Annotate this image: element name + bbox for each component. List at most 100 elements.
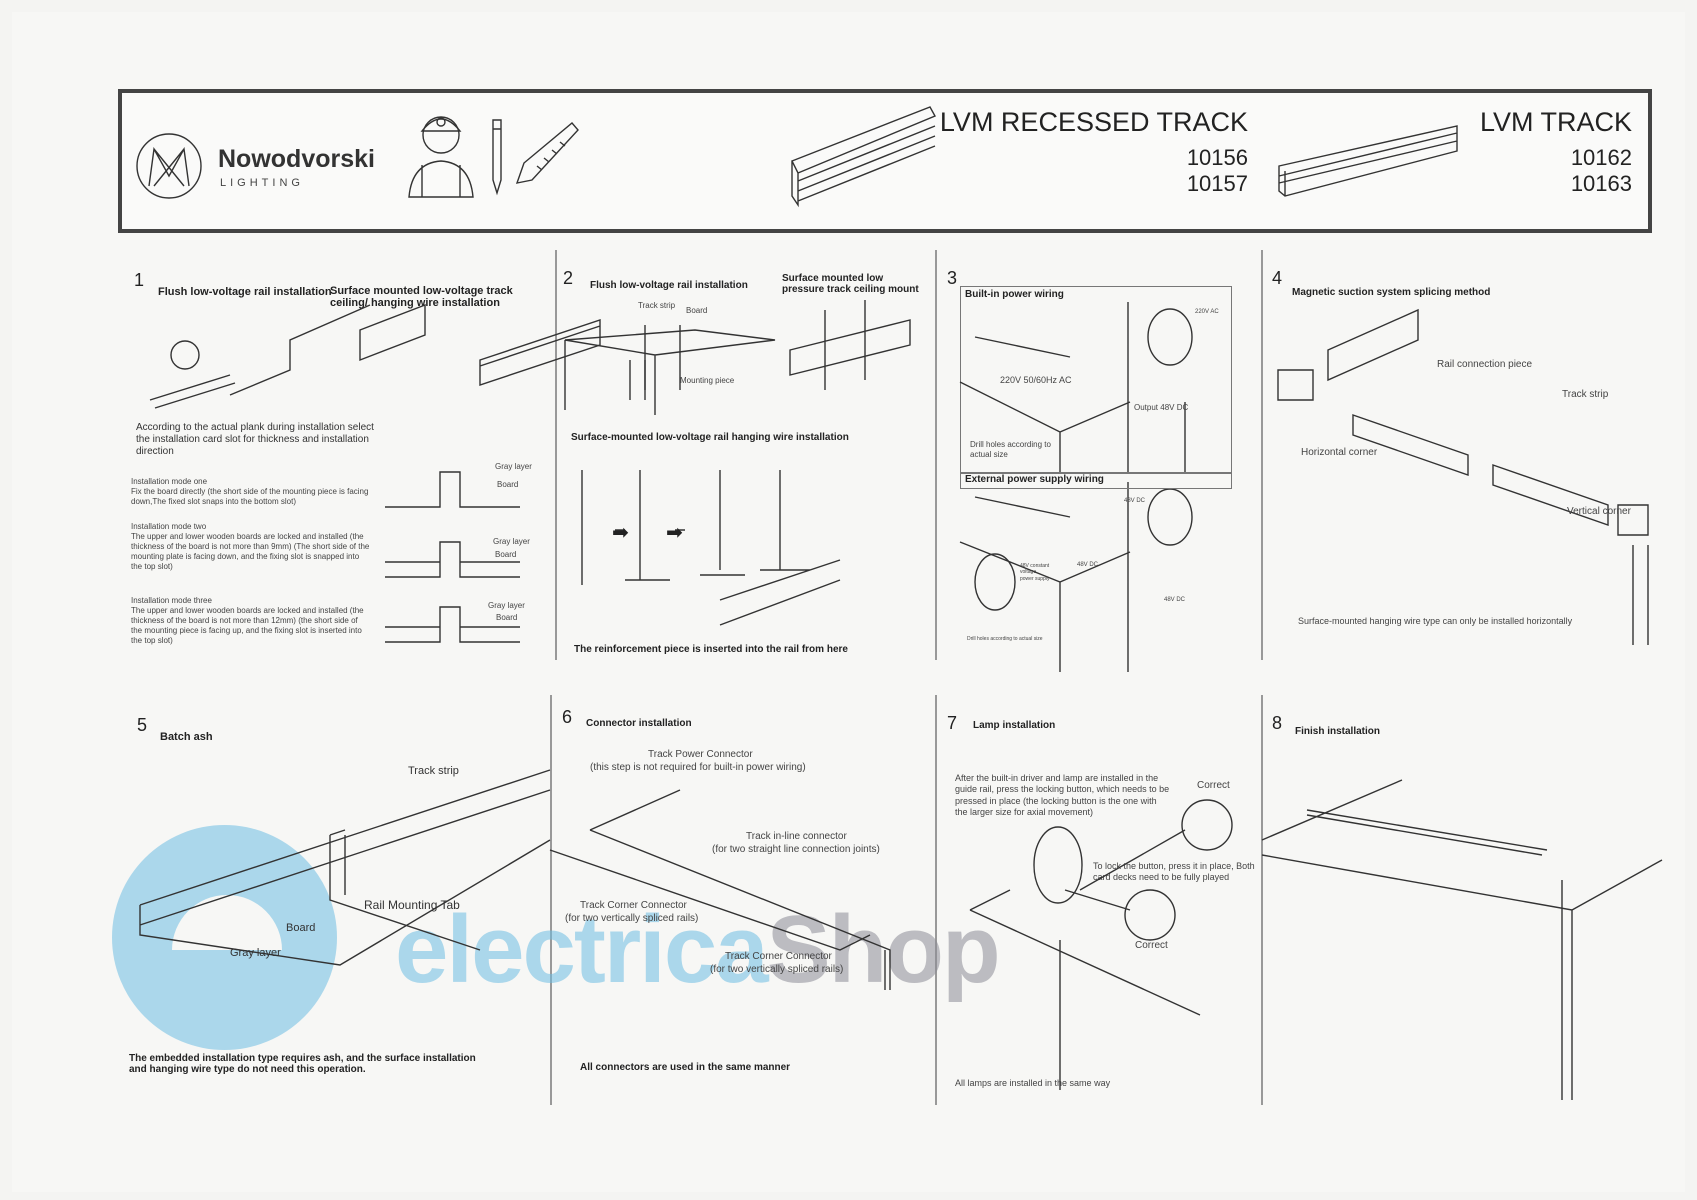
step-title: Finish installation [1295,726,1381,737]
label-gray-layer: Gray layer [230,947,281,959]
finished-installation-illustration [1261,779,1663,1100]
label-board: Board [686,306,708,315]
step-title: Magnetic suction system splicing method [1292,287,1491,298]
step-number: 2 [563,268,574,288]
product-2-code: 10162 [1570,145,1632,170]
product-1-name: LVM RECESSED TRACK [939,107,1248,137]
mode-title: Installation mode two [131,522,207,531]
product-1-code: 10157 [1186,171,1248,196]
step-subtitle: Surface-mounted low-voltage rail hanging… [571,432,849,443]
step-footer: All lamps are installed in the same way [955,1078,1111,1088]
section-title: External power supply wiring [965,474,1104,485]
step-title: Batch ash [160,731,213,743]
label-lock: To lock the button, press it in place, B… [1093,861,1255,883]
nowodvorski-logo-icon [136,133,202,199]
label-horizontal-corner: Horizontal corner [1301,447,1378,458]
step-title: Surface mounted low pressure track ceili… [782,273,919,295]
magnetic-splice-illustration [1277,308,1649,645]
saw-icon [515,122,579,184]
label-correct: Correct [1197,780,1230,791]
label-inline-note: (for two straight line connection joints… [712,844,880,855]
column-divider [1261,695,1263,1105]
label-track-strip: Track strip [638,301,676,310]
label-corner-note: (for two vertically spliced rails) [565,913,699,924]
section-title: Built-in power wiring [965,289,1064,300]
step-title: Flush low-voltage rail installation [590,280,748,291]
label-board: Board [497,480,519,489]
step-footer: The reinforcement piece is inserted into… [574,644,848,655]
label-drill: Drill holes according to actual size [970,440,1051,459]
mode-title: Installation mode one [131,477,208,486]
label-rail-connection: Rail connection piece [1437,359,1533,370]
step-number: 5 [137,715,148,735]
installer-icon [408,116,474,198]
label-dc: 48V DC [1077,562,1099,568]
mode-text: Fix the board directly (the short side o… [131,487,369,506]
step-title: Connector installation [586,718,692,729]
column-divider [550,695,552,1105]
label-ac: 220V 50/60Hz AC [1000,375,1072,385]
brand-subtitle: LIGHTING [220,177,304,189]
column-divider [1261,250,1263,660]
step-footer: The embedded installation type requires … [129,1053,476,1075]
label-mounting-piece: Mounting piece [680,376,735,385]
label-dc: 48V DC [1124,498,1146,504]
mode-text: The upper and lower wooden boards are lo… [131,606,364,645]
built-in-wiring-illustration [959,302,1193,672]
step-number: 4 [1272,268,1283,288]
label-gray-layer: Gray layer [488,601,525,610]
watermark-text: Shop [766,896,1001,1003]
step-number: 7 [947,713,958,733]
label-board: Board [496,613,518,622]
label-gray-layer: Gray layer [495,462,532,471]
label-power-note: (this step is not required for built-in … [590,762,806,773]
lamp-illustration [969,799,1233,1090]
label-board: Board [495,550,517,559]
step-title: Lamp installation [973,720,1056,731]
recessed-track-illustration [791,106,936,208]
step-number: 3 [947,268,958,288]
watermark-logo [112,825,337,1050]
step-number: 1 [134,270,145,290]
step-title: Flush low-voltage rail installation [158,286,332,298]
label-dc: 48V DC [1164,597,1186,603]
label-output: Output 48V DC [1134,403,1189,412]
mode-title: Installation mode three [131,596,212,605]
step-number: 6 [562,707,573,727]
step-number: 8 [1272,713,1283,733]
product-2-code: 10163 [1570,171,1632,196]
label-vertical-corner: Vertical corner [1567,506,1631,517]
step-title: Surface mounted low-voltage track ceilin… [330,285,513,309]
brand-name: Nowodvorski [218,145,375,173]
label-gray-layer: Gray layer [493,537,530,546]
label-corner-connector: Track Corner Connector [725,951,832,962]
ceiling-mount-illustration [564,300,911,415]
column-divider [555,250,557,660]
surface-track-illustration [1278,125,1458,197]
label-track-strip: Track strip [1562,389,1609,400]
label-inline-connector: Track in-line connector [746,831,847,842]
mode-diagrams [385,471,520,643]
label-drill: Drill holes according to actual size [967,636,1043,642]
label-board: Board [286,922,316,934]
product-1-code: 10156 [1186,145,1248,170]
step-note: Surface-mounted hanging wire type can on… [1298,616,1573,626]
built-in-wiring-frame [960,286,1232,474]
label-correct: Correct [1135,940,1168,951]
column-divider [935,695,937,1105]
hanging-wire-illustration [581,470,841,626]
watermark-text: electrica [395,896,769,1003]
connector-illustration [549,789,891,990]
label-psu: 48V constant voltage power supply [1020,563,1050,582]
arrow-icon: ➡ [612,522,629,544]
label-power-connector: Track Power Connector [648,749,753,760]
mode-text: The upper and lower wooden boards are lo… [131,532,370,571]
flush-rail-illustration [149,303,681,409]
watermark: electricaShop [395,895,1001,1005]
step-text: After the built-in driver and lamp are i… [955,773,1170,817]
step-footer: All connectors are used in the same mann… [580,1062,791,1073]
label-ac-short: 220V AC [1195,309,1219,315]
batch-ash-illustration [139,769,551,966]
pencil-icon [492,119,502,196]
label-rail-tab: Rail Mounting Tab [364,898,460,912]
